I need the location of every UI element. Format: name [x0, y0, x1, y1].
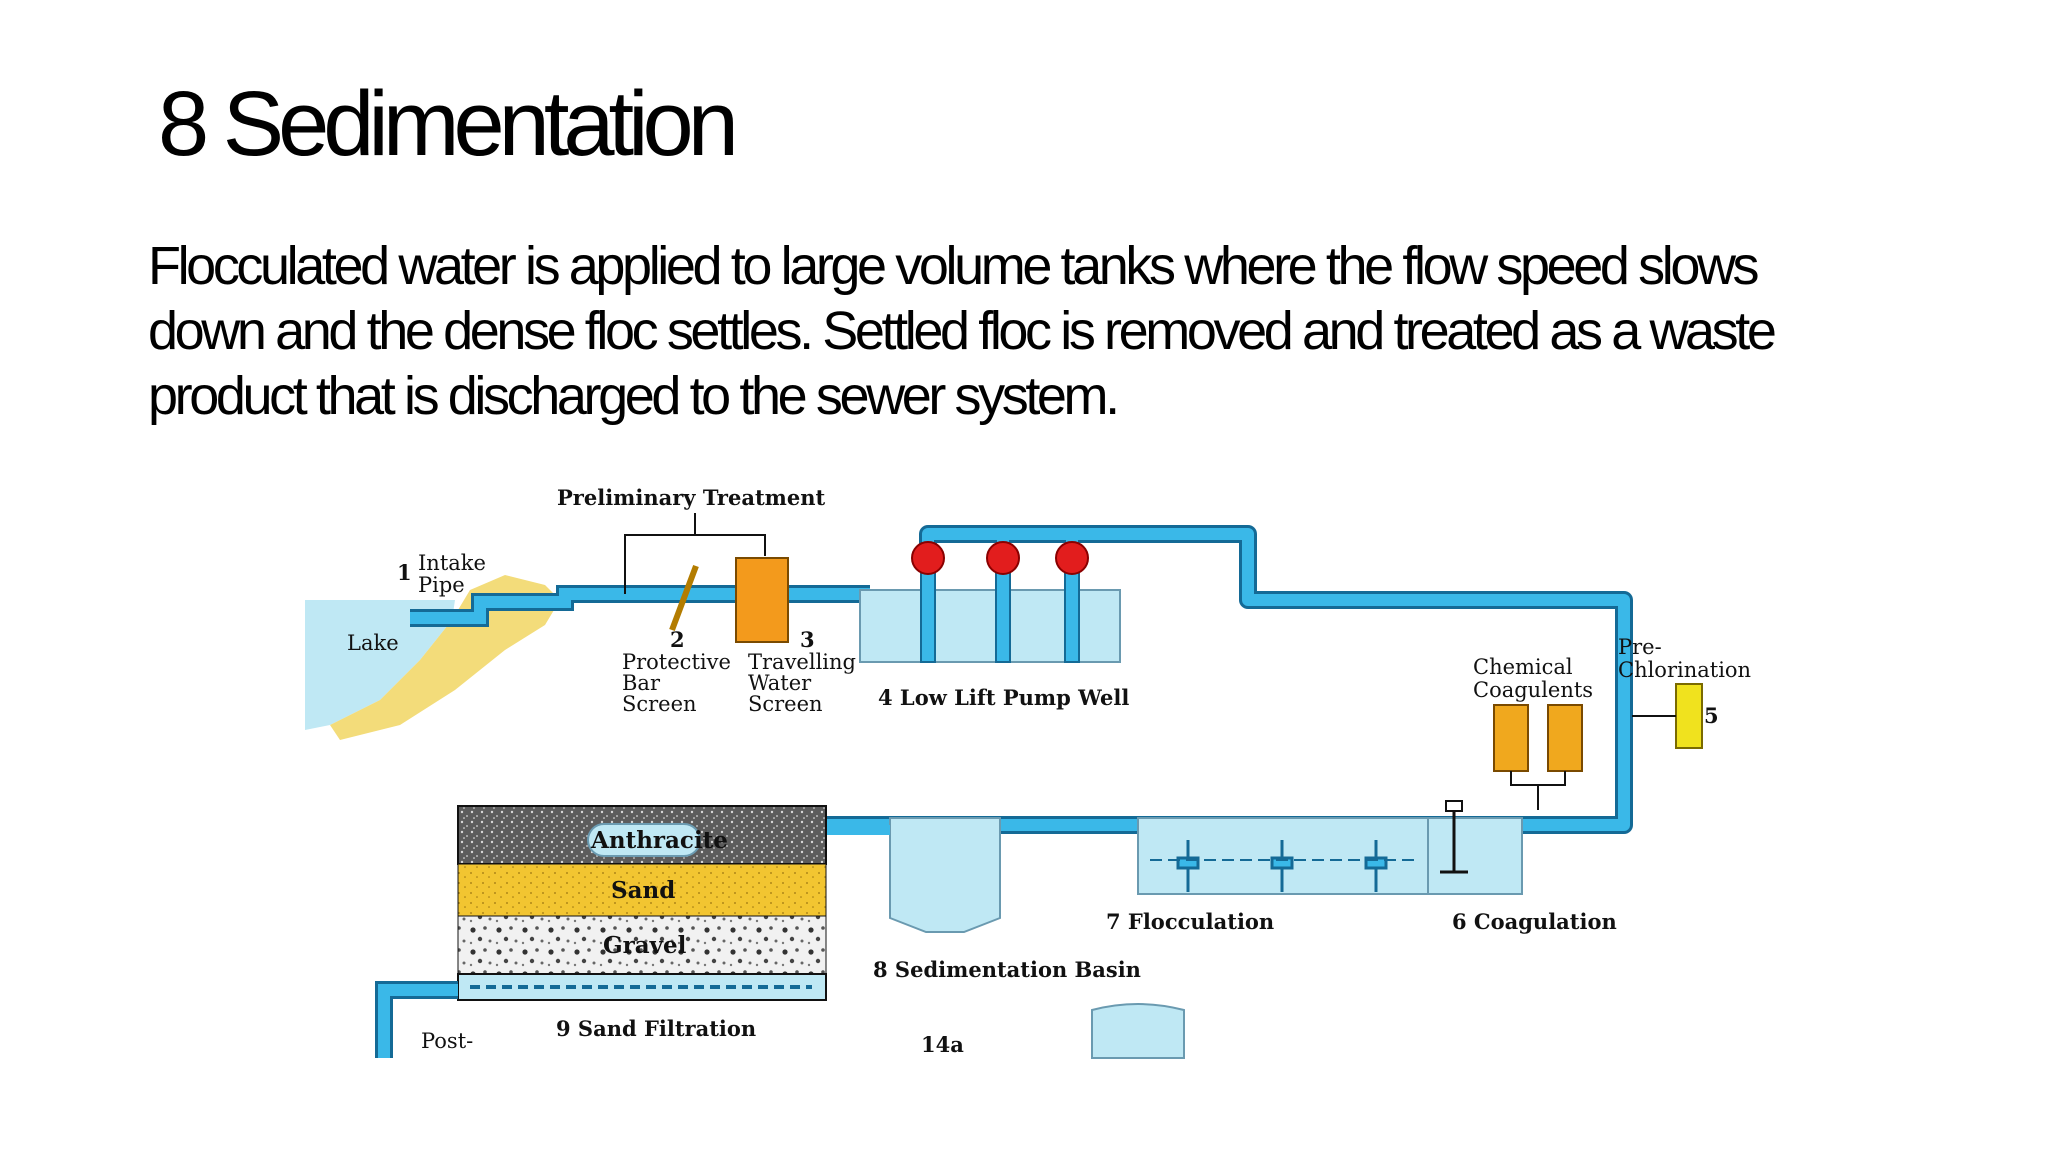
protective-bar-screen — [669, 564, 699, 632]
water-screen-label-line2: Water — [748, 671, 812, 695]
travelling-water-screen — [735, 557, 789, 643]
intake-pipe-fill — [410, 588, 870, 624]
intake-number: 1 — [397, 560, 412, 585]
chemical-coagulent-tanks — [1493, 704, 1583, 772]
prechlorination-tank — [1675, 683, 1703, 749]
post-chlorination-label: Post- — [421, 1029, 473, 1053]
pump-heads — [911, 541, 1089, 575]
filtered-water-pipe-fill — [378, 984, 458, 1058]
sedimentation-basin-label: 8 Sedimentation Basin — [873, 957, 1141, 982]
prechlorination-label-line1: Pre- — [1618, 635, 1662, 659]
preliminary-treatment-label: Preliminary Treatment — [557, 485, 826, 510]
anthracite-label-bg — [587, 823, 701, 857]
bar-screen-label-line1: Protective — [622, 650, 731, 674]
discharge-pipe-fill — [922, 528, 1630, 831]
bar-screen-number: 2 — [670, 627, 685, 652]
step-14a-label: 14a — [921, 1032, 964, 1057]
anthracite-label: Anthracite — [590, 827, 728, 854]
chemical-feed-line — [1510, 771, 1566, 810]
gravel-label: Gravel — [603, 932, 687, 959]
clearwell-tank — [1091, 1003, 1185, 1059]
sand-filtration-label: 9 Sand Filtration — [556, 1016, 756, 1041]
water-screen-label-line1: Travelling — [748, 650, 856, 674]
prechlorination-label-line2: Chlorination — [1618, 658, 1751, 682]
diagram-crop-mask — [300, 1062, 1700, 1152]
low-lift-pump-well — [859, 589, 1121, 663]
flocculation-paddles — [1176, 840, 1388, 892]
water-screen-label-line3: Screen — [748, 692, 823, 716]
intake-label-line2: Pipe — [418, 573, 465, 597]
intake-label-line1: Intake — [418, 551, 486, 575]
bar-screen-label-line3: Screen — [622, 692, 697, 716]
slide-title: 8 Sedimentation — [158, 73, 739, 175]
coagulation-mixer — [1440, 800, 1468, 874]
sedimentation-basin — [889, 817, 1001, 933]
lake-water — [305, 600, 455, 730]
flocculation-label: 7 Flocculation — [1106, 909, 1274, 934]
coagulation-label: 6 Coagulation — [1452, 909, 1617, 934]
prechlorination-number: 5 — [1704, 703, 1719, 728]
bar-screen-label-line2: Bar — [622, 671, 661, 695]
chemical-label-line2: Coagulents — [1473, 678, 1593, 702]
slide-body-text: Flocculated water is applied to large vo… — [148, 236, 1777, 426]
coagulation-tank — [1427, 817, 1523, 895]
preliminary-bracket — [624, 513, 766, 594]
lake-label: Lake — [347, 631, 399, 655]
water-screen-number: 3 — [800, 627, 815, 652]
pump-well-label: 4 Low Lift Pump Well — [878, 685, 1129, 710]
chemical-label-line1: Chemical — [1473, 655, 1573, 679]
sand-label: Sand — [611, 877, 675, 904]
lake-shore — [330, 575, 560, 740]
